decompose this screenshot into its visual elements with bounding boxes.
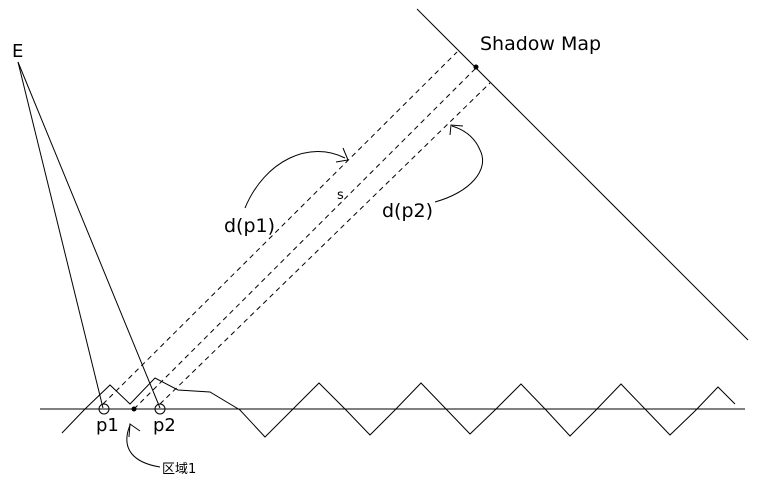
zigzag-surface bbox=[61, 377, 736, 438]
p1-marker bbox=[98, 403, 110, 415]
eye-label: E bbox=[12, 41, 23, 62]
p1-label: p1 bbox=[96, 415, 119, 436]
shadow-map-label: Shadow Map bbox=[480, 33, 601, 55]
d-p2-arrow-head bbox=[449, 124, 464, 136]
projection-line-p2 bbox=[159, 82, 491, 405]
s-label: s bbox=[337, 188, 344, 203]
region-label: 区域1 bbox=[162, 462, 196, 477]
region-curved-arrow bbox=[126, 424, 161, 468]
shadow-map-sample-dot bbox=[473, 64, 479, 70]
region-arrow-head bbox=[128, 423, 141, 438]
d-p1-arrow-head bbox=[335, 147, 349, 163]
eye-ray-p2 bbox=[17, 61, 161, 409]
shadow-map-plane bbox=[416, 8, 749, 341]
projection-line-p1 bbox=[102, 51, 458, 405]
d-p1-curved-arrow bbox=[244, 150, 346, 209]
p2-label: p2 bbox=[153, 415, 176, 436]
d-p2-label: d(p2) bbox=[382, 200, 433, 222]
d-p1-label: d(p1) bbox=[224, 215, 275, 237]
p2-marker bbox=[154, 403, 166, 415]
eye-ray-p1 bbox=[17, 61, 104, 409]
projection-line-center bbox=[133, 67, 477, 410]
d-p2-curved-arrow bbox=[434, 125, 484, 203]
region-point-dot bbox=[131, 406, 137, 412]
